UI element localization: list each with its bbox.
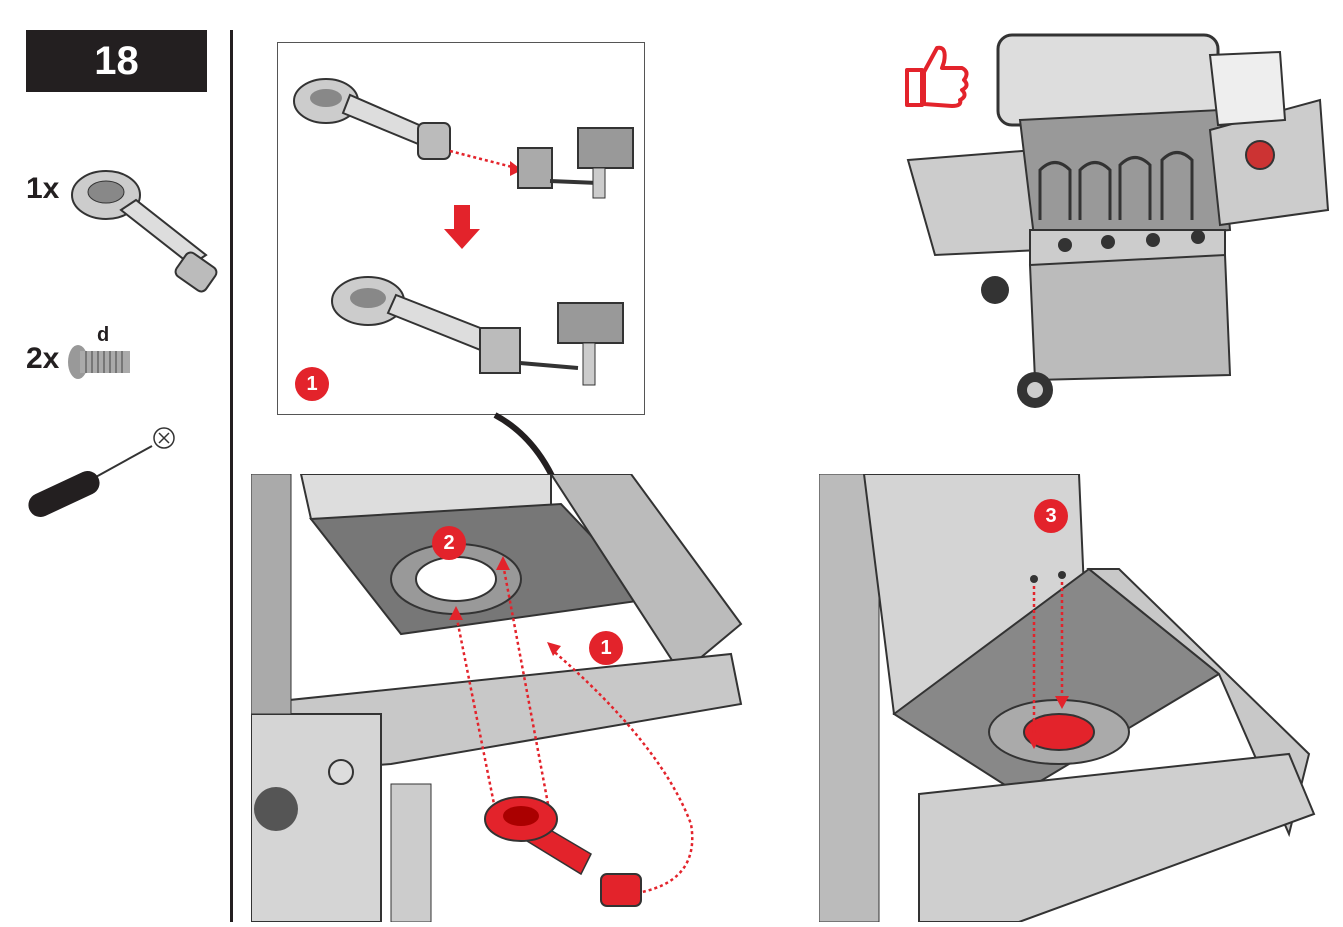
thumbs-up-icon [905, 45, 969, 108]
column-divider [230, 30, 233, 922]
part-label: d [97, 324, 110, 346]
part-quantity: 1x [26, 172, 60, 205]
burner-connection-diagram [293, 78, 634, 386]
screw-part-image [68, 345, 130, 379]
burner-part-image [71, 170, 218, 293]
installation-photo-left: 2 1 [251, 474, 775, 922]
callout-badge-3: 3 [1034, 499, 1068, 533]
grill-overview-image [906, 33, 1330, 408]
screwdriver-icon [28, 427, 175, 517]
callout-badge-2: 2 [432, 526, 466, 560]
part-quantity: 2x [26, 342, 60, 375]
installation-photo-right: 3 [819, 474, 1325, 922]
detail-box-step-1: 1 [277, 42, 645, 415]
callout-badge-1: 1 [295, 367, 329, 401]
callout-badge-1: 1 [589, 631, 623, 665]
step-number-box: 18 [26, 30, 207, 92]
step-number: 18 [94, 38, 139, 83]
